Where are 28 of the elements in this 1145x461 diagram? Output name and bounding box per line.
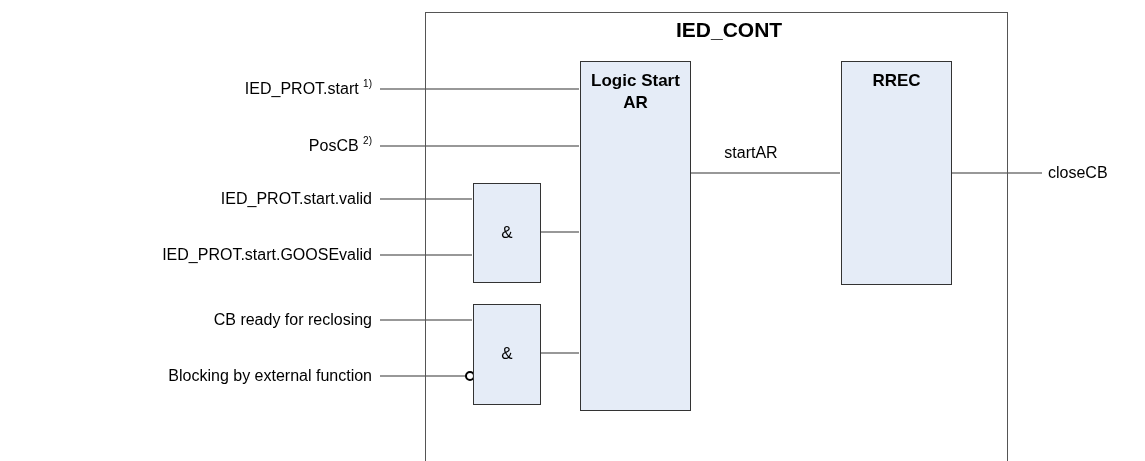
signal-line: [379, 371, 475, 381]
input-signal-label: IED_PROT.start.valid: [220, 188, 372, 210]
block-title: Logic Start AR: [590, 70, 681, 115]
function-block: [580, 61, 691, 411]
container-title: IED_CONT: [676, 19, 783, 40]
signal-line: [379, 88, 580, 90]
output-signal-label: closeCB: [1048, 162, 1108, 184]
signal-line: [689, 172, 841, 174]
gate-symbol: &: [500, 343, 514, 366]
container-frame: [425, 12, 1008, 461]
block-title: RREC: [871, 70, 922, 92]
gate-symbol: &: [500, 221, 514, 244]
signal-line: [950, 172, 1043, 174]
function-block: [841, 61, 952, 285]
signal-line: [379, 198, 473, 200]
signal-line: [379, 145, 580, 147]
and-gate: [473, 304, 541, 405]
input-signal-label: PosCB $^{2)}$: [308, 135, 372, 157]
signal-line: [539, 231, 580, 233]
edge-label: startAR: [724, 143, 778, 163]
and-gate: [473, 183, 541, 283]
signal-line: [539, 352, 580, 354]
signal-line: [379, 254, 473, 256]
input-signal-label: IED_PROT.start.GOOSEvalid: [162, 244, 372, 266]
input-signal-label: IED_PROT.start $^{1)}$: [244, 78, 372, 100]
signal-line: [379, 319, 473, 321]
input-signal-label: CB ready for reclosing: [213, 309, 372, 331]
input-signal-label: Blocking by external function: [168, 365, 372, 387]
